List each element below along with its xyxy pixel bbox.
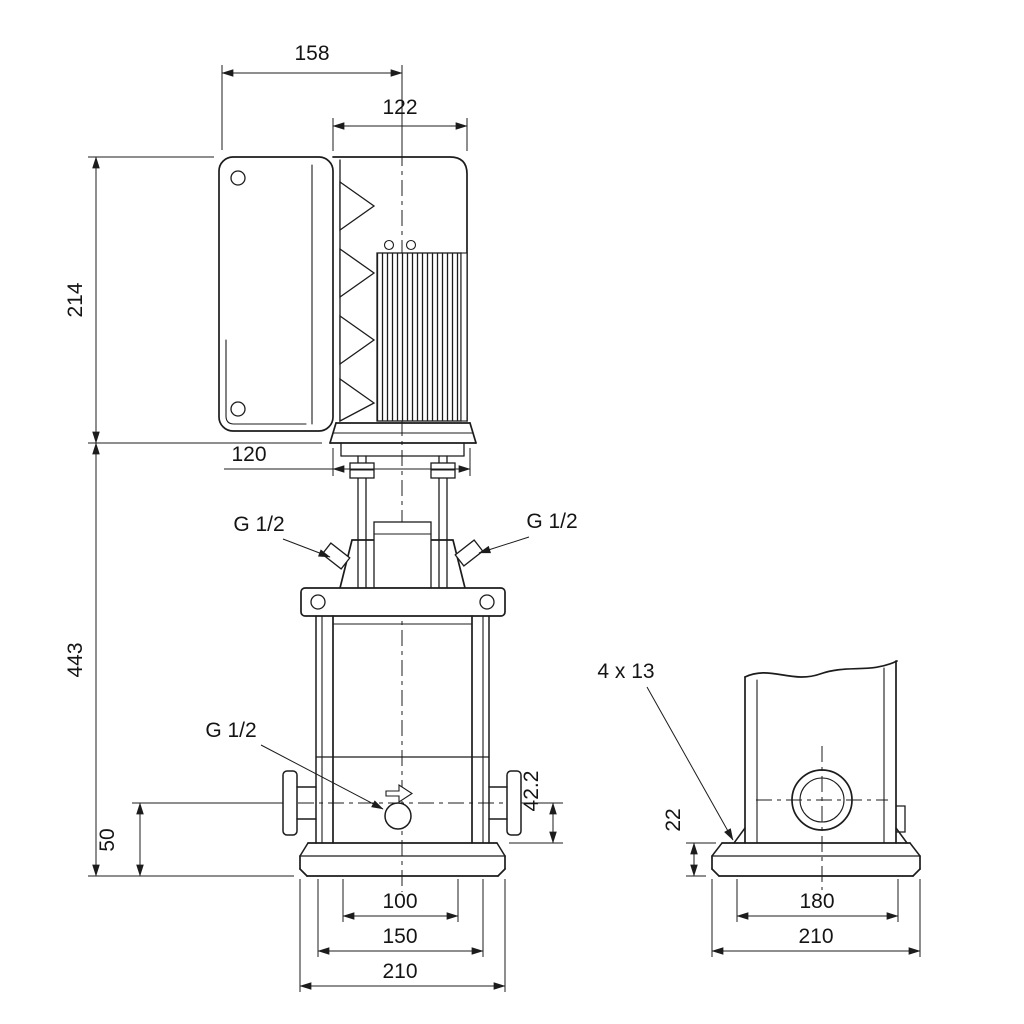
terminal-box-screw-icon xyxy=(230,401,246,417)
chamber-sleeve xyxy=(315,615,490,844)
dim-label-180: 180 xyxy=(799,890,834,913)
break-line xyxy=(744,660,898,678)
dim-foot-span-side: 180 xyxy=(736,879,899,922)
flange-bolt-icon xyxy=(310,594,326,610)
dim-port-to-base-bottom: 50 xyxy=(96,802,268,877)
side-port-outer xyxy=(791,769,853,831)
side-boss xyxy=(895,805,906,833)
dim-motor-total-depth: 158 xyxy=(221,42,403,150)
dim-base-foot-span: 150 xyxy=(317,879,484,957)
terminal-box-screw-icon xyxy=(230,170,246,186)
dim-motor-height: 214 xyxy=(64,156,322,444)
callout-bolt-holes: 4 x 13 xyxy=(597,660,734,841)
dim-total-height: 443 xyxy=(64,442,294,877)
dim-label-158: 158 xyxy=(294,42,329,65)
motor-terminal-box xyxy=(218,156,334,432)
dim-label-42-2: 42.2 xyxy=(520,771,543,812)
drain-plug xyxy=(384,783,414,830)
flow-arrow-icon xyxy=(385,783,414,804)
dim-label-210-front: 210 xyxy=(382,960,417,983)
motor-clamp-tab xyxy=(339,377,376,423)
dim-flange-width: 120 xyxy=(224,443,471,476)
coupling-guard xyxy=(373,521,432,589)
callout-port-right: G 1/2 xyxy=(478,510,578,554)
pump-head xyxy=(321,455,484,589)
callout-port-left: G 1/2 xyxy=(233,513,331,558)
dim-baseplate-height: 22 xyxy=(662,808,716,877)
dim-label-150: 150 xyxy=(382,925,417,948)
dim-label-22: 22 xyxy=(662,808,685,831)
vent-plug-right xyxy=(454,539,484,567)
motor-cooling-fins xyxy=(376,252,462,422)
callout-drain-port: G 1/2 xyxy=(205,719,384,810)
outlet-port xyxy=(488,770,522,836)
dim-label-210-side: 210 xyxy=(798,925,833,948)
flange-bolt-icon xyxy=(479,594,495,610)
label-4x13: 4 x 13 xyxy=(597,660,654,683)
dim-label-443: 443 xyxy=(64,642,87,677)
dim-base-bolt-span: 100 xyxy=(342,879,459,922)
inlet-port xyxy=(282,770,317,836)
motor-clamp-tab xyxy=(339,247,376,299)
dim-label-120: 120 xyxy=(231,443,266,466)
dim-motor-width: 122 xyxy=(332,96,468,151)
motor-clamp-tab xyxy=(339,180,376,232)
motor-flange xyxy=(329,422,477,457)
centerlines-side xyxy=(756,746,888,890)
label-g12-right: G 1/2 xyxy=(526,510,577,533)
dim-label-50: 50 xyxy=(96,828,119,851)
front-view xyxy=(218,150,536,892)
dim-port-to-base-top: 42.2 xyxy=(509,771,563,844)
dimensions: 158 122 214 443 120 G 1/ xyxy=(64,42,921,992)
dim-base-width-side: 210 xyxy=(711,879,921,957)
pump-base-side xyxy=(711,842,921,877)
motor-body xyxy=(332,156,471,424)
dim-label-100: 100 xyxy=(382,890,417,913)
head-flange xyxy=(300,587,506,617)
side-shell xyxy=(733,660,908,844)
motor-bolt-icon xyxy=(405,239,417,251)
dim-label-122: 122 xyxy=(382,96,417,119)
dim-label-214: 214 xyxy=(64,282,87,317)
side-view xyxy=(711,660,921,890)
side-port-bore xyxy=(799,777,845,823)
dim-base-width-front: 210 xyxy=(299,879,506,992)
pump-base-front xyxy=(299,842,506,877)
label-g12-drain: G 1/2 xyxy=(205,719,256,742)
motor-clamp-tab xyxy=(339,314,376,366)
motor-bolt-icon xyxy=(383,239,395,251)
label-g12-left: G 1/2 xyxy=(233,513,284,536)
